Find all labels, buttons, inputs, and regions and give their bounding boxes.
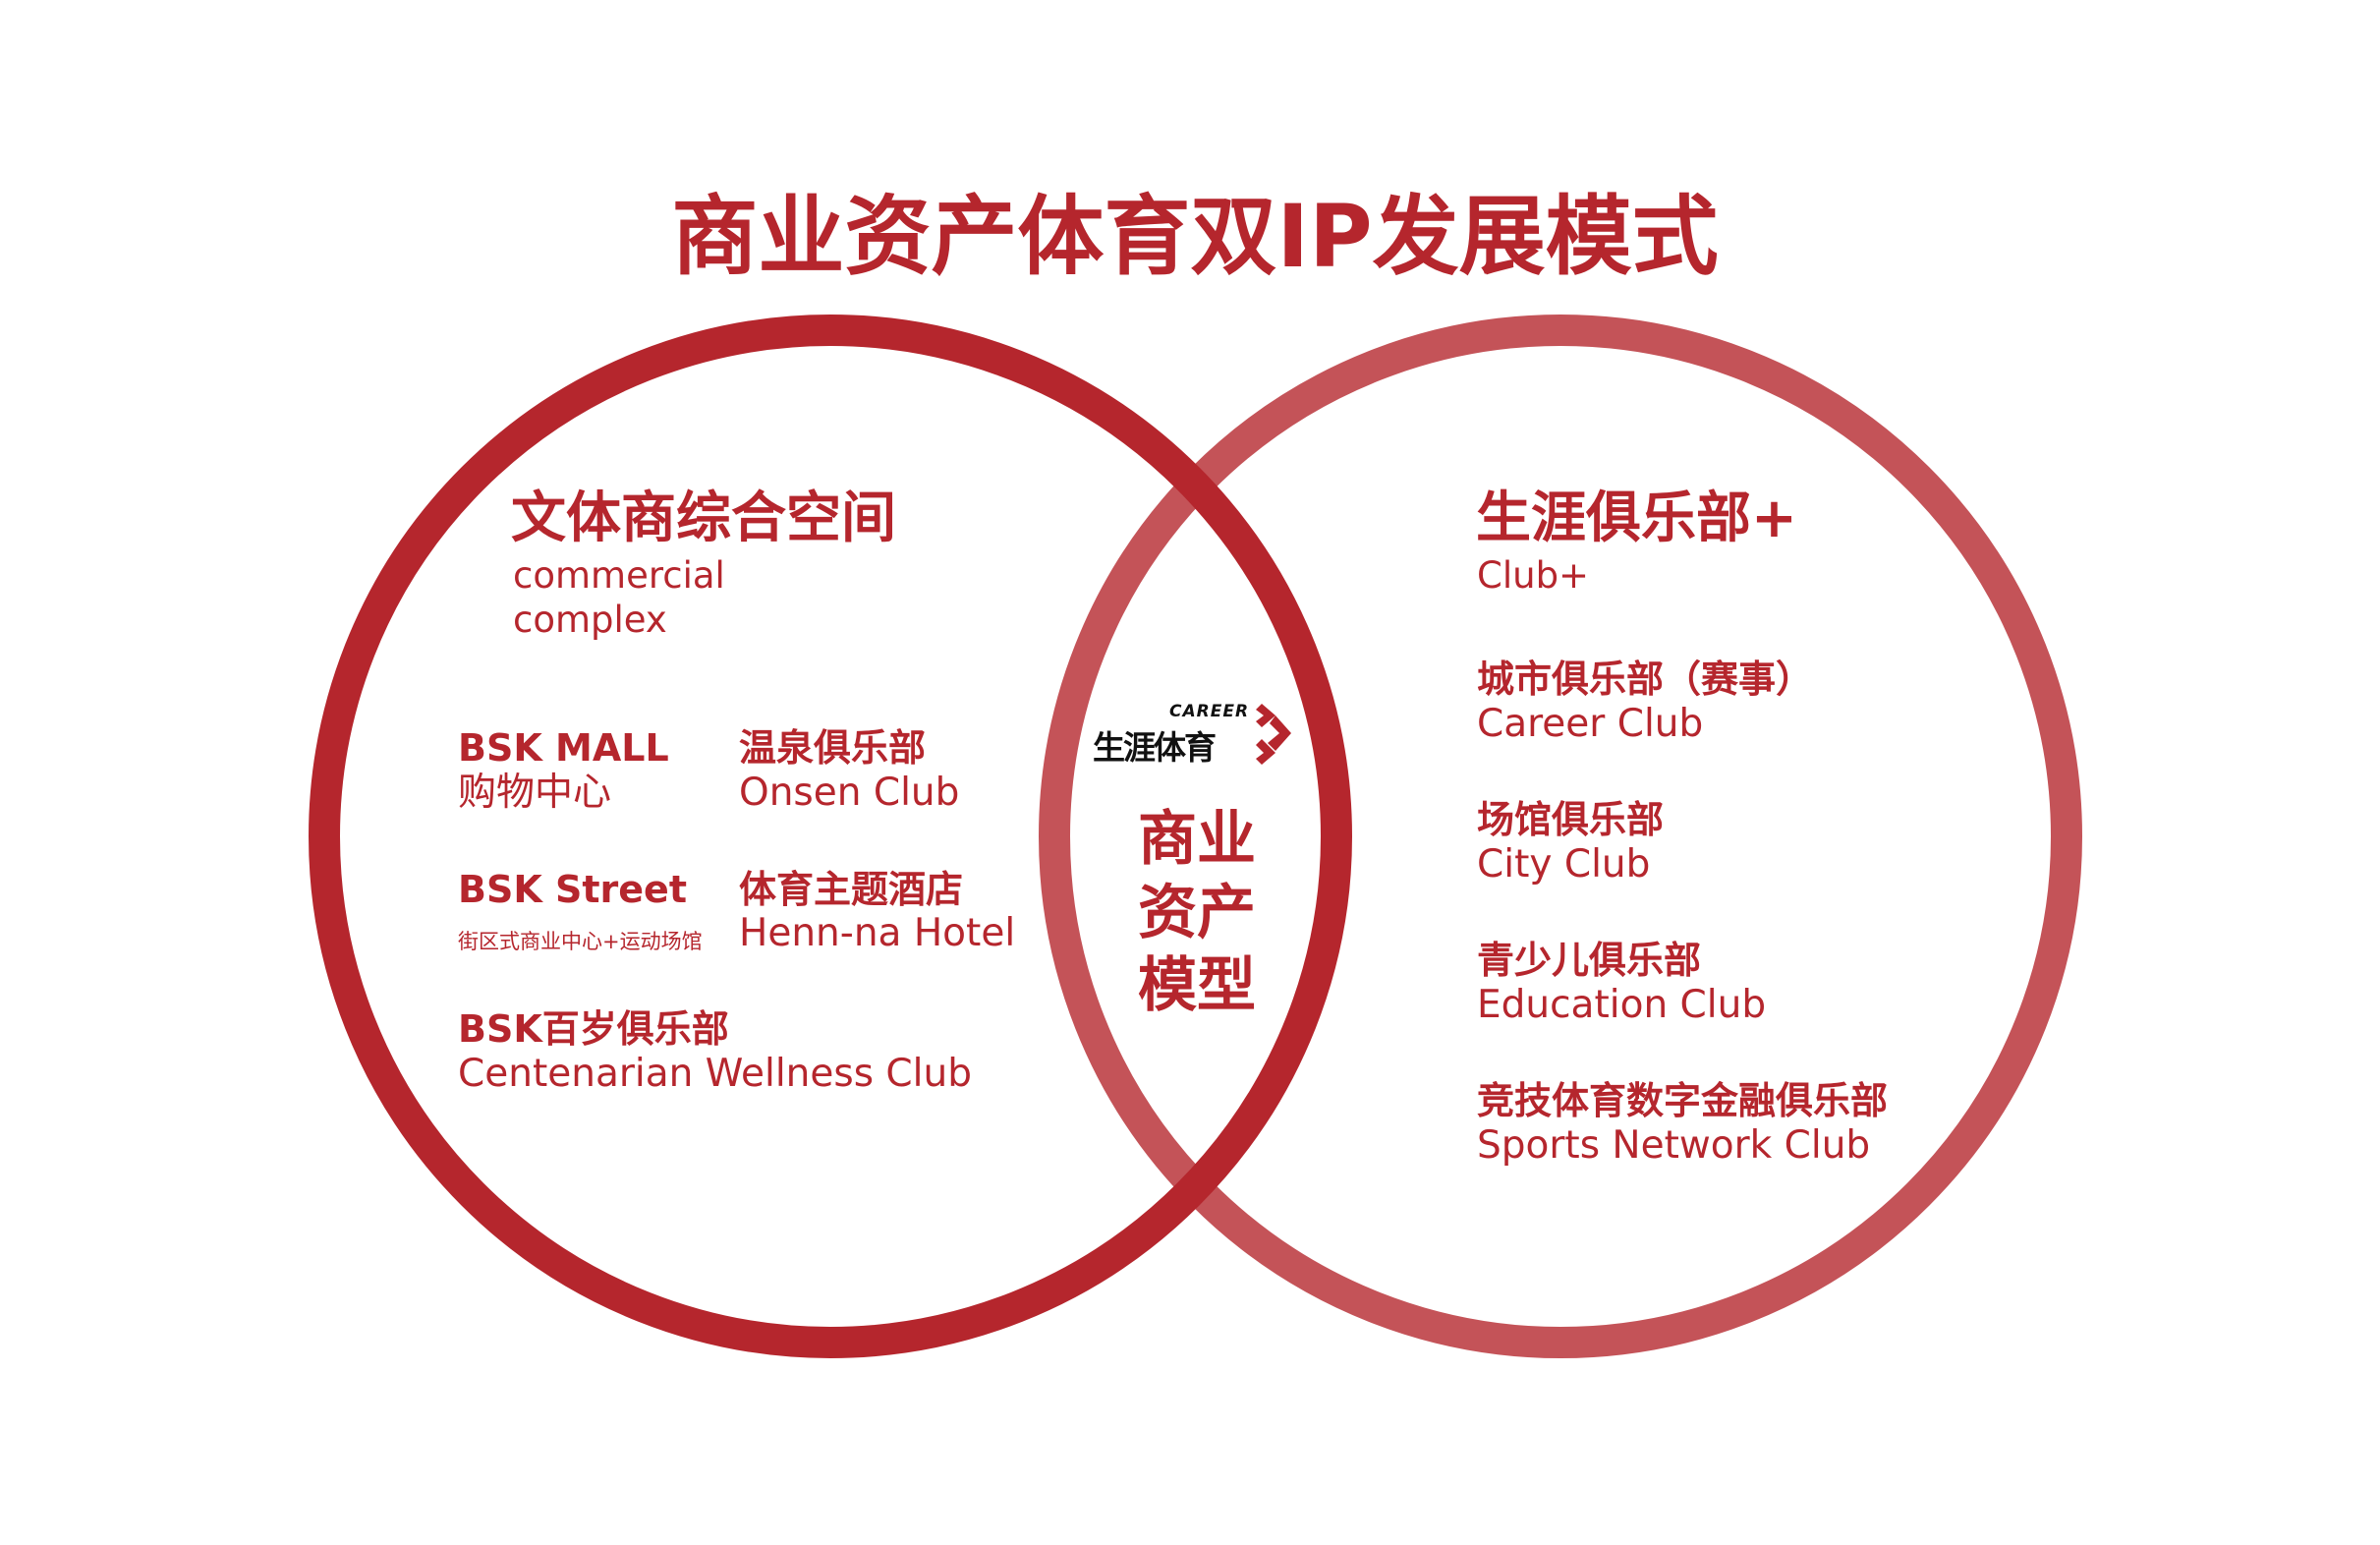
item-subtitle: Centenarian Wellness Club xyxy=(458,1052,972,1096)
item-title: 场馆俱乐部 xyxy=(1477,798,1665,841)
item-subtitle: Education Club xyxy=(1477,983,1767,1027)
item-subtitle: Henn-na Hotel xyxy=(739,911,1016,955)
left-heading: 文体商综合空间 xyxy=(511,486,896,550)
item-title: BSK Street xyxy=(458,868,687,911)
right-circle xyxy=(1039,315,2082,1358)
item-title: 城市俱乐部（赛事） xyxy=(1477,658,1814,701)
item-subtitle: Career Club xyxy=(1477,702,1704,746)
item-title: 温泉俱乐部 xyxy=(739,726,927,770)
page-title: 商业资产体育双IP发展模式 xyxy=(671,186,1719,287)
logo-text-en: CAREER xyxy=(1169,702,1250,721)
center-line: 模型 xyxy=(1138,951,1256,1020)
item-subtitle: 街区式商业中心+运动场馆 xyxy=(458,930,703,953)
left-heading-en-2: complex xyxy=(513,599,667,641)
right-heading: 生涯俱乐部+ xyxy=(1476,486,1797,550)
career-sports-logo: CAREER 生涯体育 xyxy=(1091,700,1302,769)
logo-chevron-icon xyxy=(1256,704,1291,765)
item-title: 竞技体育数字金融俱乐部 xyxy=(1477,1079,1889,1122)
item-subtitle: 购物中心 xyxy=(458,771,612,815)
right-heading-en: Club+ xyxy=(1477,554,1590,597)
item-title: BSK百岁俱乐部 xyxy=(458,1007,729,1051)
logo-text-cn: 生涯体育 xyxy=(1093,728,1217,767)
center-line: 商业 xyxy=(1138,805,1256,874)
left-circle xyxy=(309,315,1352,1358)
item-title: 青少儿俱乐部 xyxy=(1477,939,1702,982)
item-title: BSK MALL xyxy=(458,726,669,770)
item-subtitle: Sports Network Club xyxy=(1477,1123,1871,1168)
item-subtitle: City Club xyxy=(1477,842,1651,887)
center-line: 资产 xyxy=(1138,879,1256,947)
item-subtitle: Onsen Club xyxy=(739,771,960,815)
item-title: 体育主题酒店 xyxy=(739,868,964,911)
left-heading-en-1: commercial xyxy=(513,554,725,597)
